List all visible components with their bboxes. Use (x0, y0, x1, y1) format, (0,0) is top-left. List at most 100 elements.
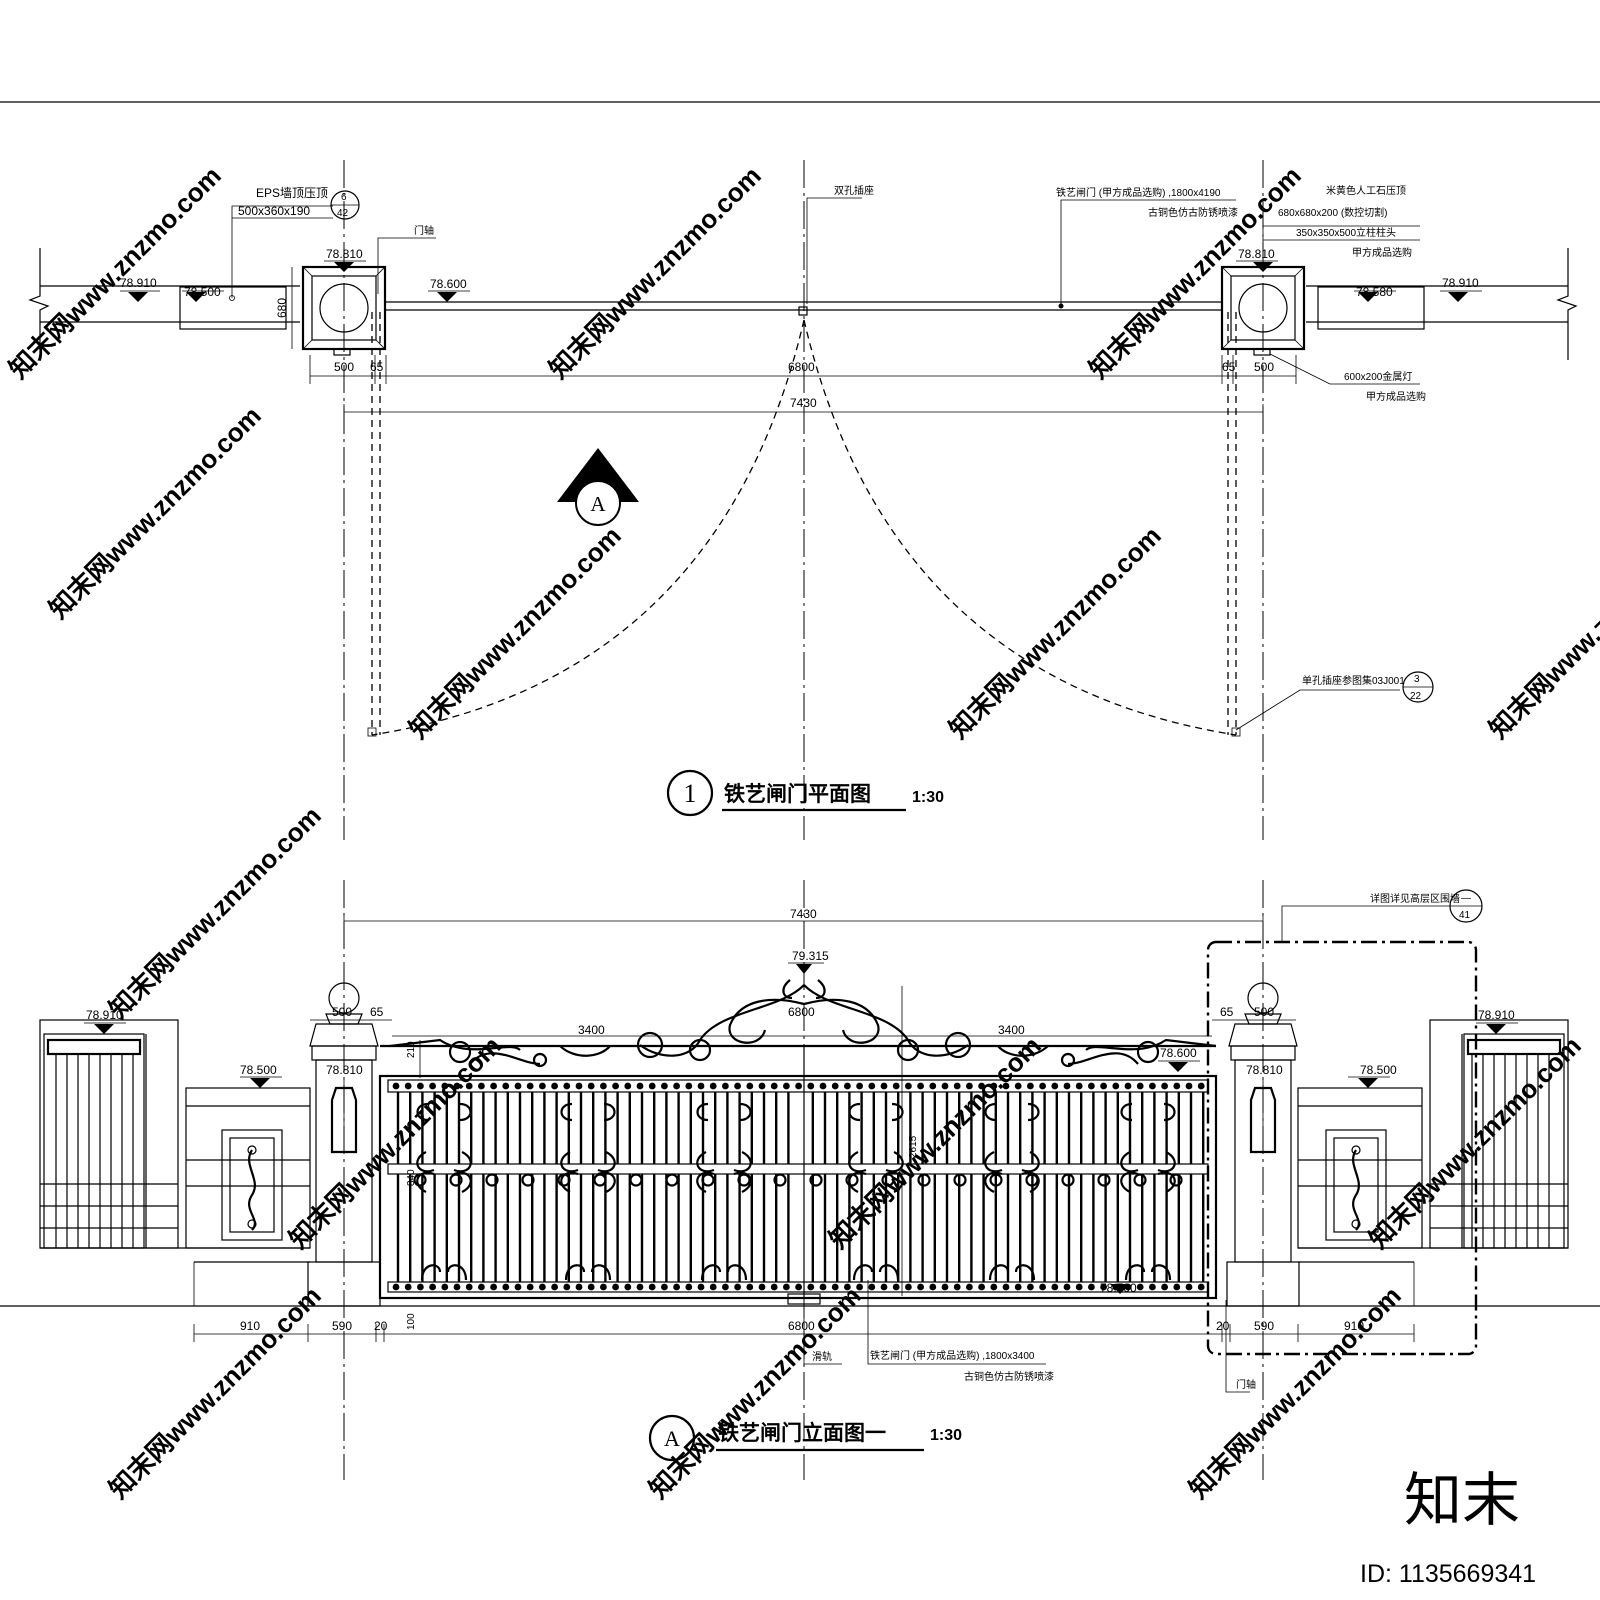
plan-note-gate-spec: 铁艺闸门 (甲方成品选购) ,1800x4190 (1056, 186, 1221, 199)
elev-scale: 1:30 (930, 1427, 962, 1444)
rail-rivet (453, 1283, 461, 1291)
elev-gate-crown (389, 979, 1217, 1068)
plan-note-eps: EPS墙顶压顶 (256, 186, 328, 200)
rail-rivet (990, 1082, 998, 1090)
rail-rivet (1002, 1082, 1010, 1090)
watermark-text: 知末网www.znzmo.com (943, 520, 1167, 744)
rail-rivet (465, 1082, 473, 1090)
gate-scroll (416, 1102, 472, 1122)
plan-note-hinge: 门轴 (414, 224, 434, 237)
plan-socket (798, 306, 808, 316)
rail-rivet (575, 1283, 583, 1291)
plan-dim-left-gap: 65 (370, 360, 384, 374)
rail-rivet (709, 1082, 717, 1090)
rail-rivet (490, 1082, 497, 1090)
rail-ring (737, 1173, 751, 1187)
rail-rivet (1185, 1283, 1193, 1291)
gate-scroll (1124, 1264, 1172, 1281)
gate-scroll (560, 1171, 616, 1193)
rail-rivet (758, 1283, 766, 1291)
plan-note-lamp-src: 甲方成品选购 (1366, 390, 1426, 403)
elev-label-right-gate: 78.600 (1160, 1046, 1197, 1060)
elev-note-track: 滑轨 (812, 1350, 832, 1363)
plan-elevation-markers (128, 262, 1468, 302)
rail-rivet (441, 1082, 449, 1090)
rail-ring (1061, 1173, 1075, 1187)
rail-rivet (868, 1082, 876, 1090)
elev-dim-crown: 210 (406, 1041, 417, 1058)
rail-ring (773, 1173, 787, 1187)
rail-rivet (417, 1082, 424, 1090)
plan-note-ground-socket: 单孔插座参图集03J001 (1302, 674, 1405, 687)
rail-rivet (880, 1082, 888, 1090)
gate-scroll (700, 1264, 748, 1281)
rail-rivet (1185, 1082, 1193, 1090)
plan-note-stone-size: 680x680x200 (数控切割) (1278, 206, 1388, 219)
elev-left-grille (55, 1054, 134, 1248)
elev-dim-right-gap: 65 (1220, 1005, 1234, 1019)
rail-rivet (685, 1082, 693, 1090)
rail-rivet (831, 1283, 839, 1291)
plan-elev-label: 78.810 (326, 247, 363, 261)
plan-elev-label: 78.600 (430, 277, 467, 291)
rail-rivet (563, 1283, 571, 1291)
plan-leaders (231, 190, 1434, 731)
rail-rivet (661, 1283, 668, 1291)
gate-scroll (696, 1151, 752, 1173)
rail-rivet (1088, 1283, 1095, 1291)
gate-scroll (696, 1171, 752, 1193)
rail-rivet (1149, 1283, 1156, 1291)
gate-scroll (564, 1264, 612, 1281)
rail-rivet (941, 1283, 949, 1291)
rail-rivet (953, 1283, 961, 1291)
rail-rivet (453, 1082, 461, 1090)
rail-rivet (1063, 1082, 1071, 1090)
elev-label-left-low: 78.500 (240, 1063, 277, 1077)
plan-dim-right-post: 500 (1254, 360, 1274, 374)
rail-rivet (392, 1283, 400, 1291)
watermark-text: 知末网www.znzmo.com (1483, 520, 1600, 744)
rail-rivet (856, 1082, 863, 1090)
elev-dim-left-leaf: 3400 (578, 1023, 605, 1037)
rail-rivet (978, 1283, 985, 1291)
rail-rivet (636, 1082, 644, 1090)
rail-rivet (1197, 1283, 1205, 1291)
rail-rivet (502, 1283, 510, 1291)
elev-label-right-wall: 78.910 (1478, 1008, 1515, 1022)
rail-rivet (844, 1082, 851, 1090)
rail-rivet (417, 1283, 424, 1291)
elev-right-grille (1471, 1054, 1550, 1248)
rail-rivet (697, 1082, 705, 1090)
rail-rivet (990, 1283, 998, 1291)
rail-rivet (478, 1283, 485, 1291)
rail-rivet (1039, 1082, 1046, 1090)
rail-rivet (600, 1082, 607, 1090)
elev-note-hinge: 门轴 (1236, 1378, 1256, 1391)
rail-rivet (880, 1283, 888, 1291)
plan-ref-top: 3 (1414, 674, 1420, 685)
elev-bottom-leaders (787, 1280, 1250, 1393)
plan-note-lamp: 600x200金属灯 (1344, 370, 1412, 383)
plan-swing-arc-right (803, 319, 1237, 736)
rail-ring (917, 1173, 931, 1187)
plan-note-gate-finish: 古铜色仿古防锈喷漆 (1148, 206, 1238, 219)
plan-dim-post-depth: 680 (275, 298, 289, 318)
rail-rivet (746, 1283, 754, 1291)
gate-scroll (988, 1264, 1036, 1281)
plan-elev-label: 78.910 (120, 276, 157, 290)
elev-detail-ref-bottom: 41 (1459, 910, 1471, 921)
watermark-text: 知末网www.znzmo.com (3, 160, 227, 384)
gate-scroll (560, 1102, 616, 1122)
elev-gate-bars (392, 1082, 1205, 1291)
gate-scroll (696, 1102, 752, 1122)
rail-rivet (905, 1283, 912, 1291)
rail-ring (665, 1173, 679, 1187)
rail-rivet (551, 1283, 558, 1291)
rail-ring (593, 1173, 607, 1187)
rail-rivet (1136, 1283, 1144, 1291)
gate-scroll (852, 1264, 900, 1281)
rail-ring (1025, 1173, 1039, 1187)
elev-title: 铁艺闸门立面图一 (718, 1421, 886, 1445)
elev-title-marker-label: A (664, 1426, 680, 1451)
plan-dim-left-post: 500 (334, 360, 354, 374)
